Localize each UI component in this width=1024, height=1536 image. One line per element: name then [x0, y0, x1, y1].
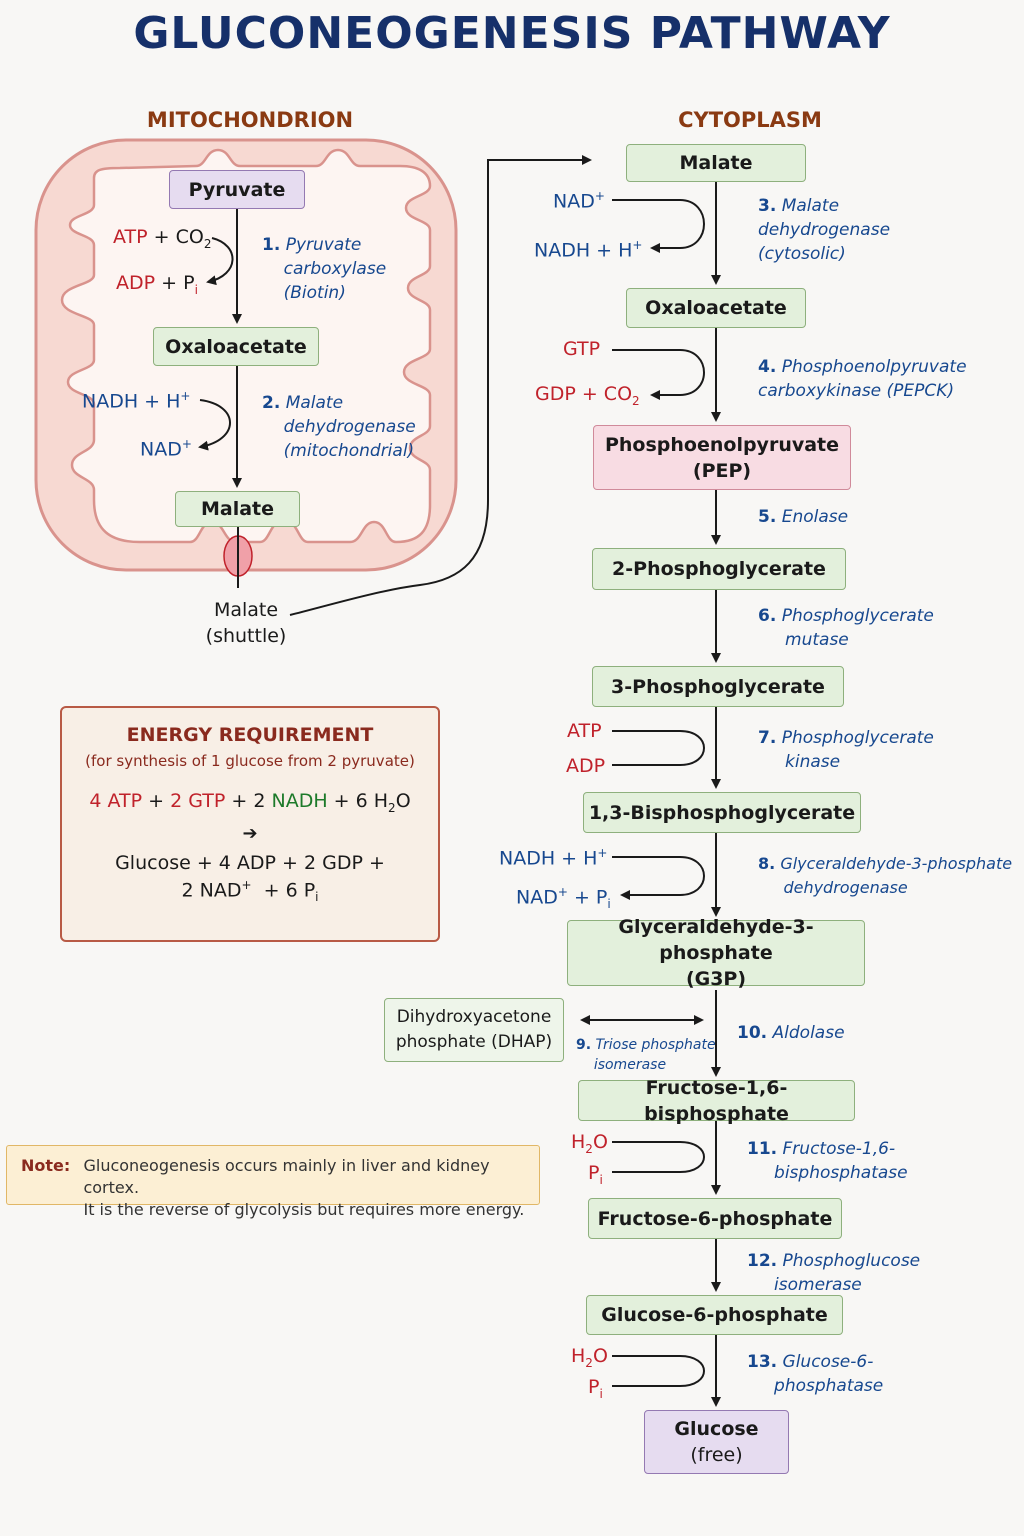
note-label: Note:: [21, 1156, 71, 1175]
metabolite-3-phosphoglycerate: 3-Phosphoglycerate: [592, 666, 844, 707]
metabolite-malate-cyto: Malate: [626, 144, 806, 182]
cofactor-gtp: GTP: [563, 338, 601, 360]
energy-products-line1: Glucose + 4 ADP + 2 GDP +: [115, 851, 385, 874]
cofactor-water-step11: H2O: [571, 1131, 608, 1156]
cofactor-nadh-step3: NADH + H+: [534, 238, 643, 262]
cofactor-nadh-h-mito: NADH + H+: [82, 389, 191, 413]
enzyme-step-6: 6. Phosphoglycerate mutase: [758, 606, 934, 650]
note-line-1: Gluconeogenesis occurs mainly in liver a…: [83, 1156, 490, 1197]
energy-equation-reactants: 4 ATP + 2 GTP + 2 NADH + 6 H2O: [89, 790, 411, 815]
enzyme-step-10: 10. Aldolase: [737, 1023, 845, 1043]
enzyme-step-8: 8. Glyceraldehyde-3-phosphate dehydrogen…: [758, 854, 1013, 897]
metabolite-oxaloacetate-cyto: Oxaloacetate: [626, 288, 806, 328]
metabolite-g3p: Glyceraldehyde-3-phosphate(G3P): [567, 916, 865, 990]
cofactor-nad-mito: NAD+: [140, 437, 192, 461]
cofactor-nad-pi-step8: NAD+ + Pi: [516, 885, 611, 912]
cofactor-pi-step13: Pi: [588, 1376, 603, 1401]
metabolite-1-3-bisphosphoglycerate: 1,3-Bisphosphoglycerate: [583, 792, 861, 833]
energy-title: ENERGY REQUIREMENT: [126, 724, 374, 746]
metabolite-oxaloacetate-mito: Oxaloacetate: [153, 327, 319, 366]
metabolite-glucose-6-phosphate: Glucose-6-phosphate: [586, 1295, 843, 1335]
region-label-mitochondrion: MITOCHONDRION: [146, 108, 354, 132]
region-label-cytoplasm: CYTOPLASM: [678, 108, 822, 132]
page-title: GLUCONEOGENESIS PATHWAY: [133, 8, 891, 59]
metabolite-fructose-6-phosphate: Fructose-6-phosphate: [588, 1198, 842, 1239]
note-line-2: It is the reverse of glycolysis but requ…: [83, 1200, 525, 1219]
enzyme-step-1: 1. Pyruvate carboxylase (Biotin): [262, 235, 387, 303]
metabolite-fructose-1-6-bisphosphate: Fructose-1,6-bisphosphate: [578, 1077, 855, 1125]
energy-arrow: ➔: [242, 822, 258, 844]
enzyme-step-9: 9. Triose phosphate isomerase: [576, 1037, 716, 1073]
metabolite-pep: Phosphoenolpyruvate(PEP): [593, 425, 851, 490]
malate-shuttle-label: Malate(shuttle): [205, 599, 287, 647]
note-box: Note: Gluconeogenesis occurs mainly in l…: [6, 1145, 540, 1219]
cofactor-pi-step11: Pi: [588, 1162, 603, 1187]
enzyme-step-11: 11. Fructose-1,6- bisphosphatase: [747, 1139, 908, 1183]
cofactor-atp-step7: ATP: [567, 720, 602, 742]
energy-requirement-box: ENERGY REQUIREMENT (for synthesis of 1 g…: [60, 706, 440, 942]
enzyme-step-7: 7. Phosphoglycerate kinase: [758, 728, 934, 772]
metabolite-glucose: Glucose(free): [644, 1410, 789, 1474]
cofactor-atp-co2: ATP + CO2: [113, 226, 212, 251]
energy-subtitle: (for synthesis of 1 glucose from 2 pyruv…: [85, 752, 415, 770]
energy-products-line2: 2 NAD+ + 6 Pi: [181, 877, 319, 904]
metabolite-pyruvate: Pyruvate: [169, 170, 305, 209]
enzyme-step-12: 12. Phosphoglucose isomerase: [747, 1251, 921, 1295]
enzyme-step-2: 2. Malate dehydrogenase (mitochondrial): [262, 393, 416, 461]
curve-step2: [198, 399, 231, 451]
metabolite-2-phosphoglycerate: 2-Phosphoglycerate: [592, 548, 846, 590]
metabolite-malate-mito: Malate: [175, 491, 300, 527]
curve-step1: [206, 237, 234, 286]
cofactor-water-step13: H2O: [571, 1345, 608, 1370]
enzyme-step-13: 13. Glucose-6- phosphatase: [747, 1352, 884, 1396]
cofactor-adp-step7: ADP: [566, 755, 606, 777]
enzyme-step-5: 5. Enolase: [758, 507, 849, 527]
cofactor-adp-pi: ADP + Pi: [116, 272, 198, 297]
cofactor-nad-step3: NAD+: [553, 189, 605, 213]
arrow-shuttle-to-cytoplasm: [289, 155, 592, 616]
cofactor-nadh-step8: NADH + H+: [499, 846, 608, 870]
cofactor-gdp-co2: GDP + CO2: [535, 383, 640, 408]
